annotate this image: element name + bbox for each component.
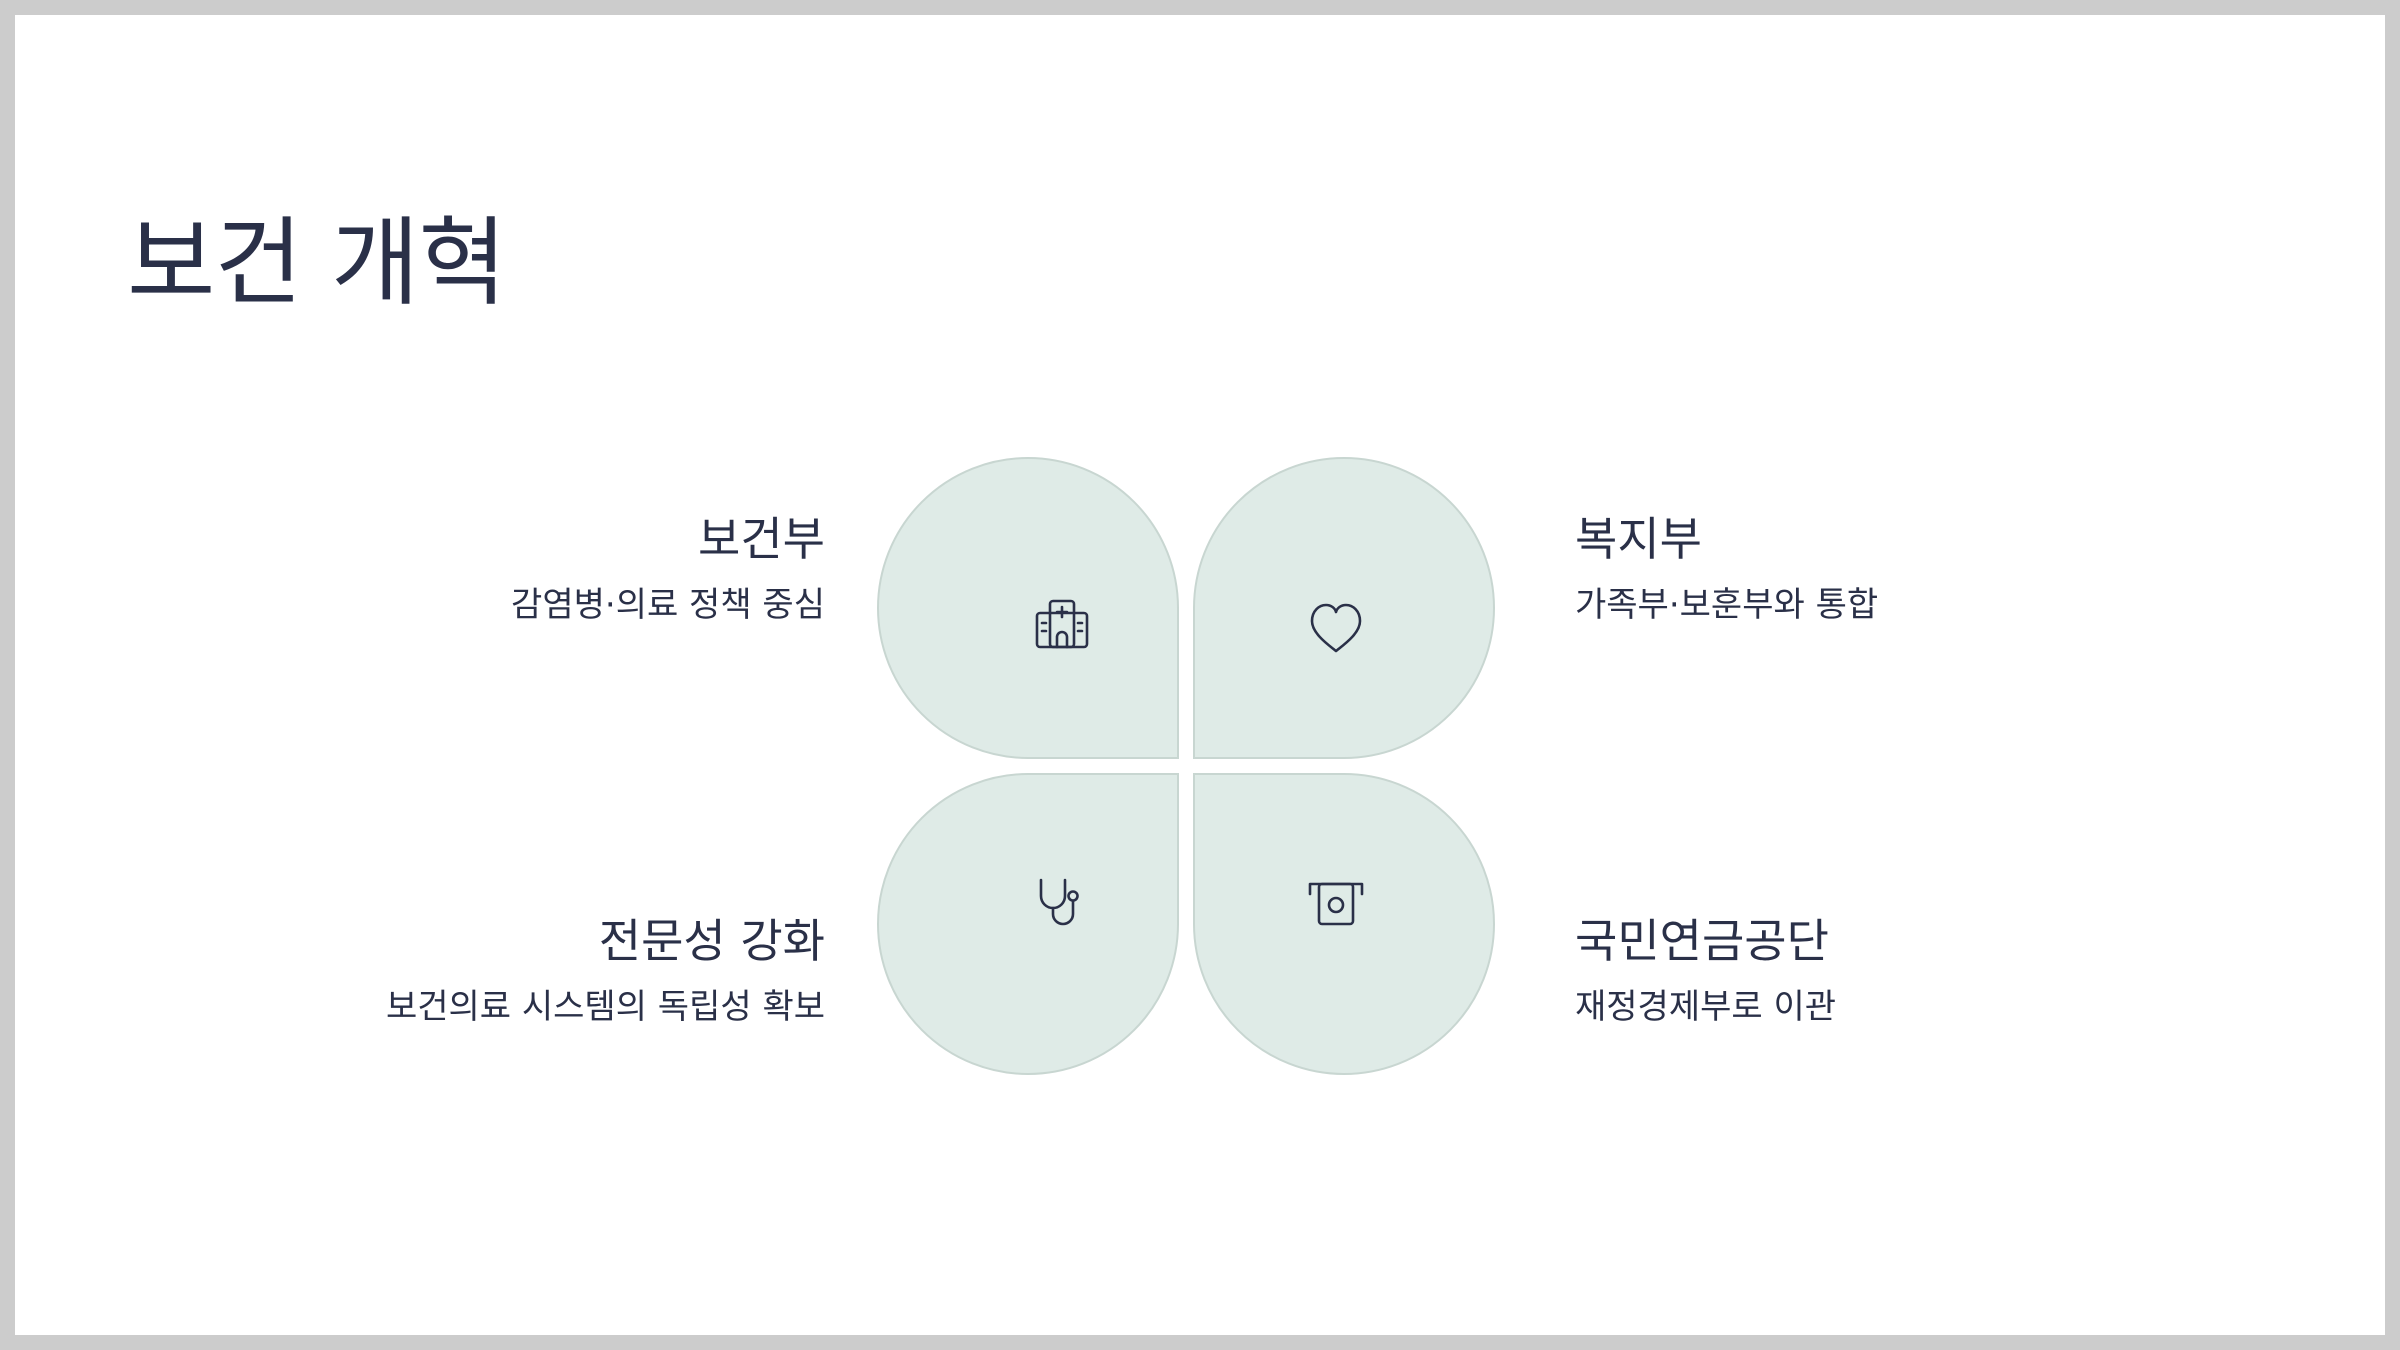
hospital-icon [1035, 599, 1089, 649]
page-title: 보건 개혁 [127, 207, 507, 319]
item-label-bottom-left: 전문성 강화 보건의료 시스템의 독립성 확보 [386, 914, 825, 1028]
petal-top-right [1193, 457, 1495, 759]
atm-icon [1308, 882, 1364, 926]
item-description: 가족부·보훈부와 통합 [1575, 585, 1879, 626]
stethoscope-icon [1039, 878, 1079, 926]
clover-diagram [877, 457, 1495, 1075]
item-label-top-left: 보건부 감염병·의료 정책 중심 [511, 512, 825, 626]
item-heading: 복지부 [1575, 512, 1702, 566]
item-description: 재정경제부로 이관 [1575, 987, 1837, 1028]
petal-top-left [877, 457, 1179, 759]
item-heading: 전문성 강화 [598, 914, 825, 968]
item-heading: 국민연금공단 [1575, 914, 1829, 968]
item-label-top-right: 복지부 가족부·보훈부와 통합 [1575, 512, 1878, 626]
petal-bottom-left [877, 773, 1179, 1075]
slide: 보건 개혁 [15, 15, 2385, 1335]
item-description: 보건의료 시스템의 독립성 확보 [385, 987, 825, 1028]
item-description: 감염병·의료 정책 중심 [511, 585, 825, 626]
heart-icon [1310, 603, 1362, 653]
item-heading: 보건부 [698, 512, 825, 566]
item-label-bottom-right: 국민연금공단 재정경제부로 이관 [1575, 914, 1836, 1028]
